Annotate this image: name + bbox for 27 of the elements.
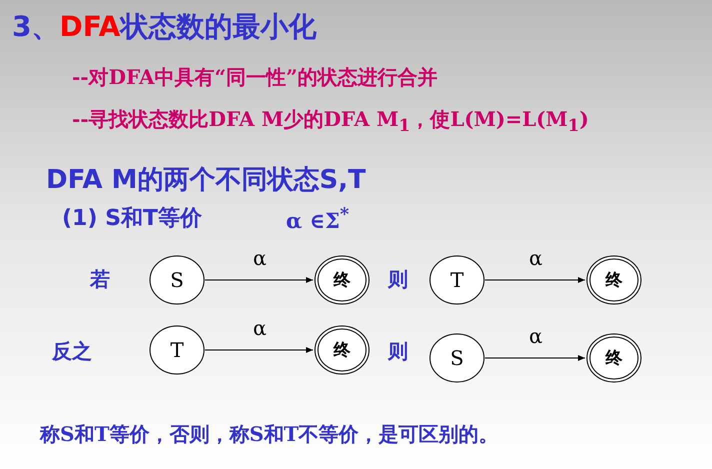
arrow bbox=[484, 355, 586, 361]
bullet-text: --寻找状态数比DFA M少的DFA M$_{1}$，使L(M)=L(M$_{1}$) bbox=[72, 106, 589, 135]
arrow bbox=[204, 277, 314, 283]
accepting-state-circle: 终 bbox=[314, 325, 370, 375]
bullet-text: --对DFA中具有“同一性”的状态进行合并 bbox=[72, 64, 438, 91]
row-label: 则 bbox=[388, 266, 408, 293]
accepting-state-circle: 终 bbox=[586, 333, 642, 383]
row-label: 则 bbox=[388, 338, 408, 365]
edge-label: α bbox=[253, 316, 267, 340]
arrow bbox=[484, 277, 586, 283]
heading-text: DFA M的两个不同状态S,T bbox=[46, 164, 366, 197]
accepting-state-circle: 终 bbox=[314, 255, 370, 305]
edge-label: α bbox=[253, 246, 267, 270]
conclusion-text: 称S和T等价，否则，称S和T不等价，是可区别的。 bbox=[40, 421, 499, 448]
state-circle: S bbox=[149, 255, 205, 305]
accepting-state-circle: 终 bbox=[586, 255, 642, 305]
row-label: 若 bbox=[90, 266, 110, 293]
edge-label: α bbox=[529, 246, 543, 270]
state-circle: T bbox=[149, 325, 205, 375]
row-label: 反之 bbox=[52, 338, 92, 365]
edge-label: α bbox=[529, 324, 543, 348]
state-circle: S bbox=[429, 333, 485, 383]
slide-title: 3、DFA状态数的最小化 bbox=[12, 9, 316, 45]
heading-text: (1) S和T等价 bbox=[62, 205, 202, 233]
arrow bbox=[204, 347, 314, 353]
state-circle: T bbox=[429, 255, 485, 305]
formula-text: α ∈Σ$^{*}$ bbox=[286, 205, 350, 233]
